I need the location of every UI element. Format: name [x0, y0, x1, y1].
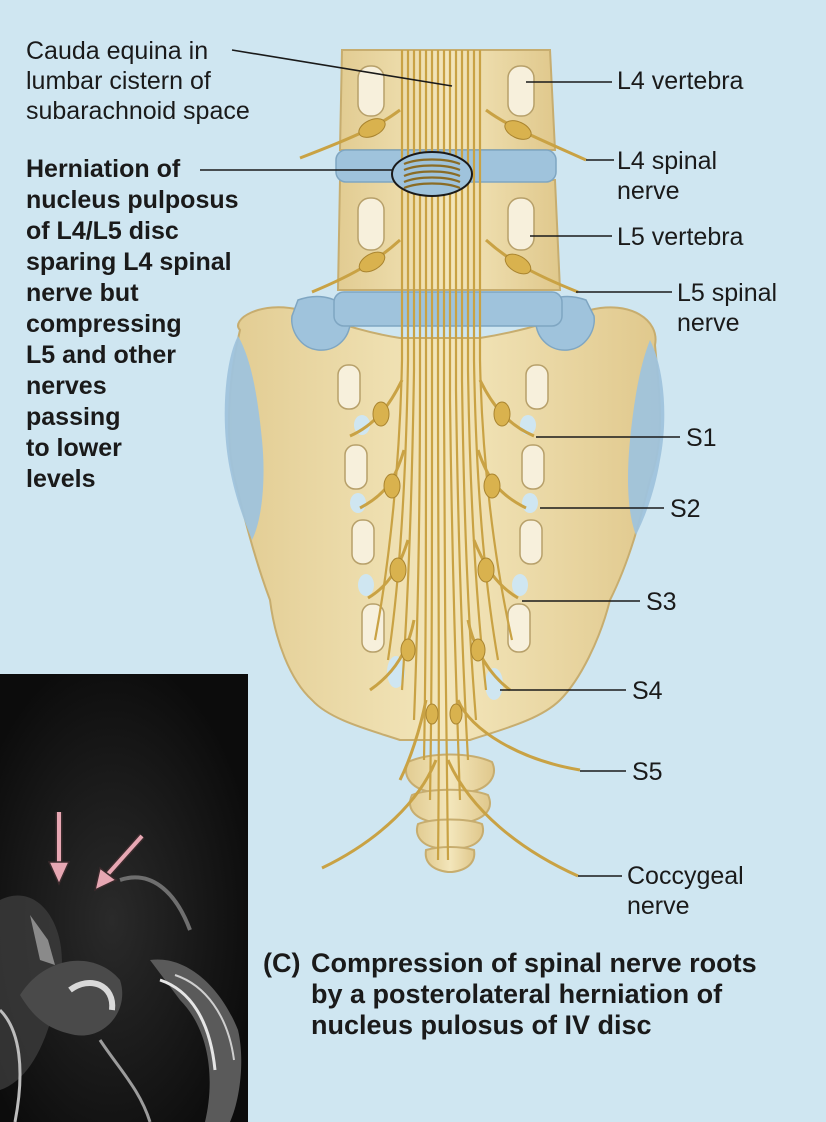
- label-l4-vertebra: L4 vertebra: [617, 67, 744, 95]
- label-l5-spinal-nerve: L5 spinal nerve: [677, 279, 778, 337]
- label-cauda-equina: Cauda equina in lumbar cistern of subara…: [26, 37, 250, 125]
- figure-caption: (C) Compression of spinal nerve roots by…: [263, 948, 757, 1041]
- caption-text: Compression of spinal nerve roots by a p…: [311, 948, 757, 1040]
- label-coccygeal-nerve: Coccygeal nerve: [627, 862, 744, 920]
- label-s4: S4: [632, 677, 663, 705]
- dorsal-root-ganglia: [358, 118, 532, 725]
- leader-cauda-equina: [231, 49, 453, 87]
- label-s2: S2: [670, 495, 701, 523]
- mri-inset: [0, 674, 248, 1122]
- mri-arrow-down: [47, 812, 71, 886]
- mri-arrow-diagonal: [93, 833, 145, 892]
- label-herniation: Herniation of nucleus pulposus of L4/L5 …: [26, 155, 239, 493]
- sacral-foramina: [337, 364, 549, 700]
- caption-tag: (C): [263, 948, 301, 978]
- label-s5: S5: [632, 758, 663, 786]
- leader-lines: [200, 49, 680, 877]
- lumbar-vertebrae: [333, 49, 563, 327]
- label-s1: S1: [686, 424, 717, 452]
- herniation-site: [391, 151, 473, 197]
- label-l5-vertebra: L5 vertebra: [617, 223, 744, 251]
- l5-s1-disc: [333, 291, 563, 327]
- label-l4-spinal-nerve: L4 spinal nerve: [617, 147, 718, 205]
- coccyx: [405, 753, 495, 873]
- label-s3: S3: [646, 588, 677, 616]
